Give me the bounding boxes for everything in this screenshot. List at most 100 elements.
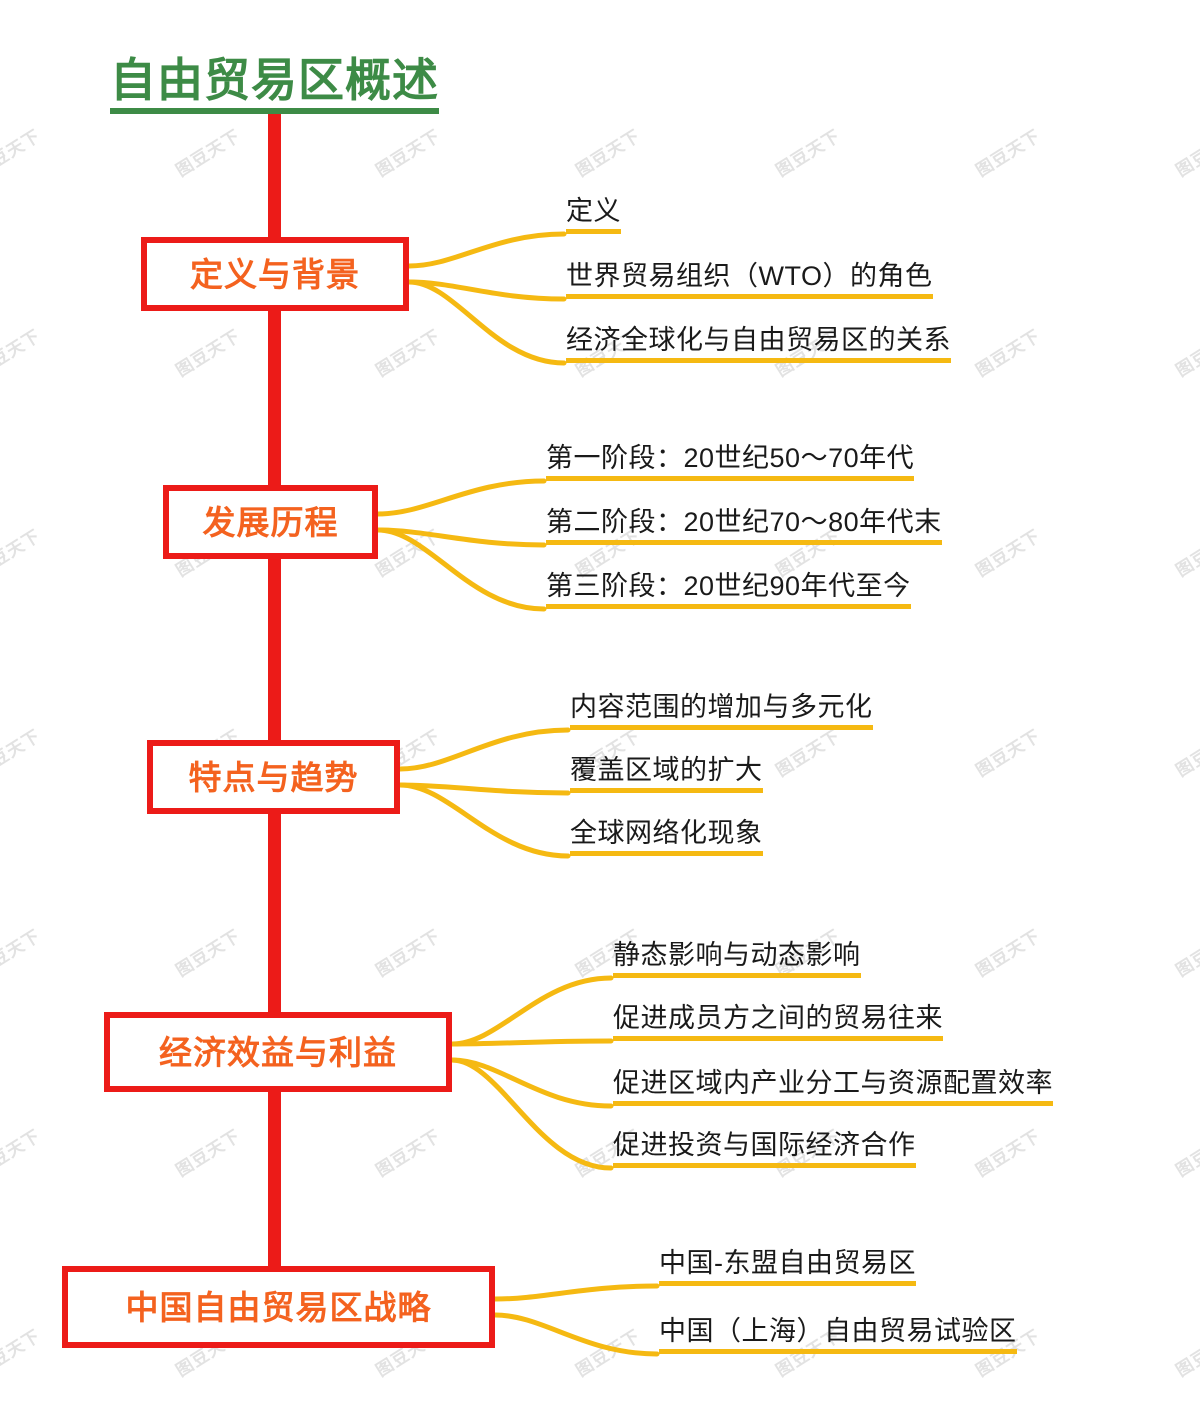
branch-node-label: 经济效益与利益 <box>159 1033 397 1071</box>
branch-node-3[interactable]: 特点与趋势 <box>147 740 400 814</box>
connector-curve <box>397 727 571 772</box>
watermark-text: 图豆天下 <box>572 1326 644 1381</box>
leaf-item[interactable]: 促进投资与国际经济合作 <box>613 1130 916 1168</box>
watermark-text: 图豆天下 <box>1172 1326 1200 1381</box>
leaf-item-label: 第一阶段：20世纪50～70年代 <box>546 443 915 473</box>
watermark-text: 图豆天下 <box>1172 526 1200 581</box>
watermark-text: 图豆天下 <box>372 926 444 981</box>
leaf-item-underline <box>613 1035 943 1041</box>
branch-node-label: 定义与背景 <box>190 255 360 293</box>
connector-curve <box>406 279 567 302</box>
leaf-item[interactable]: 中国-东盟自由贸易区 <box>659 1248 916 1286</box>
watermark-text: 图豆天下 <box>0 1126 44 1181</box>
connector-curve <box>375 478 547 517</box>
leaf-item-label: 中国-东盟自由贸易区 <box>659 1248 916 1278</box>
watermark-text: 图豆天下 <box>1172 926 1200 981</box>
leaf-item[interactable]: 促进成员方之间的贸易往来 <box>613 1003 943 1041</box>
page-title-underline <box>110 107 439 114</box>
leaf-item-underline <box>570 850 763 856</box>
leaf-item-underline <box>613 972 861 978</box>
leaf-item[interactable]: 中国（上海）自由贸易试验区 <box>659 1316 1017 1354</box>
branch-node-label: 发展历程 <box>202 503 339 541</box>
watermark-text: 图豆天下 <box>0 126 44 181</box>
leaf-item-label: 经济全球化与自由贸易区的关系 <box>566 325 951 355</box>
leaf-item-underline <box>613 1162 916 1168</box>
leaf-item-label: 静态影响与动态影响 <box>613 940 861 970</box>
watermark-text: 图豆天下 <box>1172 326 1200 381</box>
connector-curve <box>492 1283 660 1302</box>
watermark-text: 图豆天下 <box>1172 126 1200 181</box>
mindmap-trunk <box>268 112 281 1272</box>
connector-curve <box>449 1057 614 1109</box>
watermark-text: 图豆天下 <box>972 926 1044 981</box>
watermark-text: 图豆天下 <box>972 126 1044 181</box>
watermark-text: 图豆天下 <box>172 1126 244 1181</box>
leaf-item-underline <box>566 357 951 363</box>
branch-node-2[interactable]: 发展历程 <box>163 485 378 559</box>
leaf-item[interactable]: 第二阶段：20世纪70～80年代末 <box>546 507 942 545</box>
leaf-item-label: 定义 <box>566 196 621 226</box>
leaf-item[interactable]: 定义 <box>566 196 621 234</box>
branch-node-1[interactable]: 定义与背景 <box>141 237 409 311</box>
page-title-text: 自由贸易区概述 <box>110 54 439 106</box>
leaf-item[interactable]: 世界贸易组织（WTO）的角色 <box>566 261 933 299</box>
leaf-item-underline <box>546 475 915 481</box>
leaf-item[interactable]: 第三阶段：20世纪90年代至今 <box>546 571 911 609</box>
watermark-text: 图豆天下 <box>372 1126 444 1181</box>
leaf-item-underline <box>566 293 933 299</box>
leaf-item-underline <box>546 539 942 545</box>
leaf-item-label: 促进成员方之间的贸易往来 <box>613 1003 943 1033</box>
leaf-item-label: 全球网络化现象 <box>570 818 763 848</box>
watermark-text: 图豆天下 <box>972 726 1044 781</box>
watermark-text: 图豆天下 <box>172 926 244 981</box>
branch-node-4[interactable]: 经济效益与利益 <box>104 1012 452 1092</box>
connector-curve <box>406 231 567 269</box>
watermark-text: 图豆天下 <box>1172 1126 1200 1181</box>
leaf-item-label: 内容范围的增加与多元化 <box>570 692 873 722</box>
watermark-text: 图豆天下 <box>372 126 444 181</box>
watermark-text: 图豆天下 <box>0 726 44 781</box>
watermark-text: 图豆天下 <box>0 926 44 981</box>
leaf-item[interactable]: 静态影响与动态影响 <box>613 940 861 978</box>
leaf-item-label: 促进投资与国际经济合作 <box>613 1130 916 1160</box>
watermark-text: 图豆天下 <box>0 326 44 381</box>
connector-curve <box>397 782 571 796</box>
watermark-text: 图豆天下 <box>972 1126 1044 1181</box>
leaf-item[interactable]: 全球网络化现象 <box>570 818 763 856</box>
leaf-item-underline <box>659 1348 1017 1354</box>
connector-curve <box>449 1057 614 1171</box>
watermark-text: 图豆天下 <box>172 326 244 381</box>
branch-node-label: 中国自由贸易区战略 <box>125 1288 432 1326</box>
connector-curve <box>492 1312 660 1357</box>
leaf-item-underline <box>613 1100 1053 1106</box>
watermark-text: 图豆天下 <box>1172 726 1200 781</box>
connector-curve <box>449 975 614 1047</box>
watermark-text: 图豆天下 <box>772 726 844 781</box>
watermark-text: 图豆天下 <box>0 1326 44 1381</box>
leaf-item-label: 第三阶段：20世纪90年代至今 <box>546 571 911 601</box>
watermark-text: 图豆天下 <box>972 326 1044 381</box>
leaf-item[interactable]: 第一阶段：20世纪50～70年代 <box>546 443 915 481</box>
leaf-item-label: 促进区域内产业分工与资源配置效率 <box>613 1068 1053 1098</box>
watermark-text: 图豆天下 <box>772 126 844 181</box>
watermark-text: 图豆天下 <box>372 526 444 581</box>
leaf-item-label: 覆盖区域的扩大 <box>570 755 763 785</box>
connector-curve <box>397 782 571 859</box>
branch-node-5[interactable]: 中国自由贸易区战略 <box>62 1266 495 1348</box>
leaf-item[interactable]: 促进区域内产业分工与资源配置效率 <box>613 1068 1053 1106</box>
connector-curve <box>449 1038 614 1047</box>
watermark-text: 图豆天下 <box>172 126 244 181</box>
leaf-item[interactable]: 内容范围的增加与多元化 <box>570 692 873 730</box>
watermark-text: 图豆天下 <box>0 526 44 581</box>
branch-node-label: 特点与趋势 <box>188 758 359 796</box>
page-title: 自由贸易区概述 <box>110 54 439 114</box>
leaf-item[interactable]: 覆盖区域的扩大 <box>570 755 763 793</box>
watermark-text: 图豆天下 <box>572 126 644 181</box>
leaf-item[interactable]: 经济全球化与自由贸易区的关系 <box>566 325 951 363</box>
leaf-item-underline <box>659 1280 916 1286</box>
leaf-item-underline <box>546 603 911 609</box>
watermark-text: 图豆天下 <box>972 526 1044 581</box>
watermark-text: 图豆天下 <box>372 326 444 381</box>
leaf-item-label: 世界贸易组织（WTO）的角色 <box>566 261 933 291</box>
